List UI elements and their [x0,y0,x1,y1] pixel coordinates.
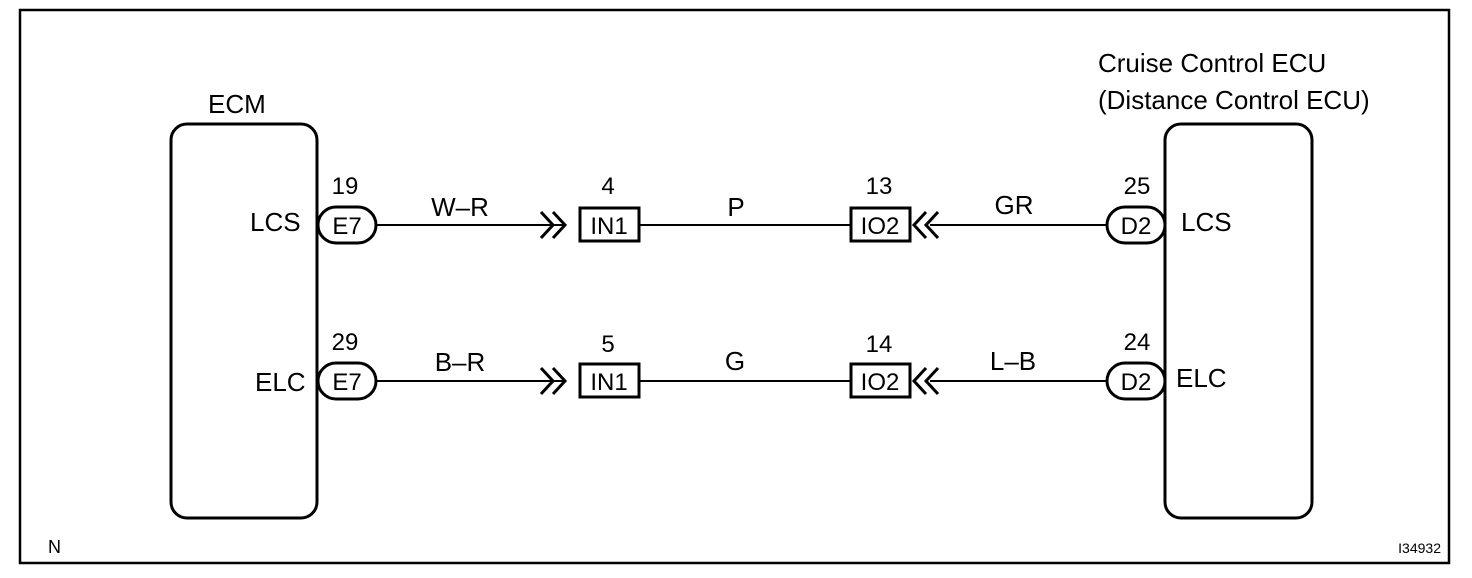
connector-label: IO2 [861,213,900,240]
pin-number: 29 [332,329,359,356]
cruise-ecu-connector-d2 [1105,361,1167,401]
pin-number: 4 [601,173,614,200]
cruise-ecu-box [1163,122,1314,520]
pin-number: 24 [1124,329,1151,356]
connector-label: E7 [332,369,361,396]
connector-arrow-icon [911,210,940,240]
wire-color: W–R [431,192,489,222]
wire-color: L–B [990,346,1036,376]
wire-color: B–R [435,347,486,377]
ecm-terminal-elc: ELC [255,367,306,397]
pin-number: 13 [866,173,893,200]
cruise-ecu-connector-d2 [1105,205,1167,245]
pin-number: 5 [601,331,614,358]
connector-label: IO2 [861,369,900,396]
connector-label: IN1 [590,369,627,396]
connector-arrow-icon [539,366,568,396]
connector-arrow-icon [911,366,940,396]
pin-number: 19 [332,173,359,200]
wire-color: GR [995,190,1034,220]
cruise-ecu-terminal-elc: ELC [1176,363,1227,393]
circuit-lcs: E7 19 W–R IN1 4 P IO2 13 GR D2 25 [316,173,1167,245]
diagram-frame [18,8,1451,565]
cruise-ecu-subtitle: (Distance Control ECU) [1098,85,1370,115]
connector-label: D2 [1121,213,1152,240]
cruise-ecu-terminal-lcs: LCS [1181,207,1232,237]
wire-color: P [727,192,744,222]
figure-id: I34932 [1398,540,1441,556]
connector-label: D2 [1121,369,1152,396]
ecm-box [169,122,319,520]
connector-arrow-icon [539,210,568,240]
connector-label: E7 [332,213,361,240]
circuit-elc: E7 29 B–R IN1 5 G IO2 14 L–B D2 24 [316,329,1167,401]
cruise-ecu-title: Cruise Control ECU [1098,48,1326,78]
wire-color: G [725,346,745,376]
connector-label: IN1 [590,213,627,240]
corner-mark: N [48,537,61,557]
pin-number: 14 [866,331,893,358]
pin-number: 25 [1124,173,1151,200]
junction-connector-in1 [578,206,641,243]
junction-connector-io2 [849,362,912,399]
ecm-title: ECM [208,89,266,119]
ecm-terminal-lcs: LCS [250,207,301,237]
junction-connector-io2 [849,206,912,243]
